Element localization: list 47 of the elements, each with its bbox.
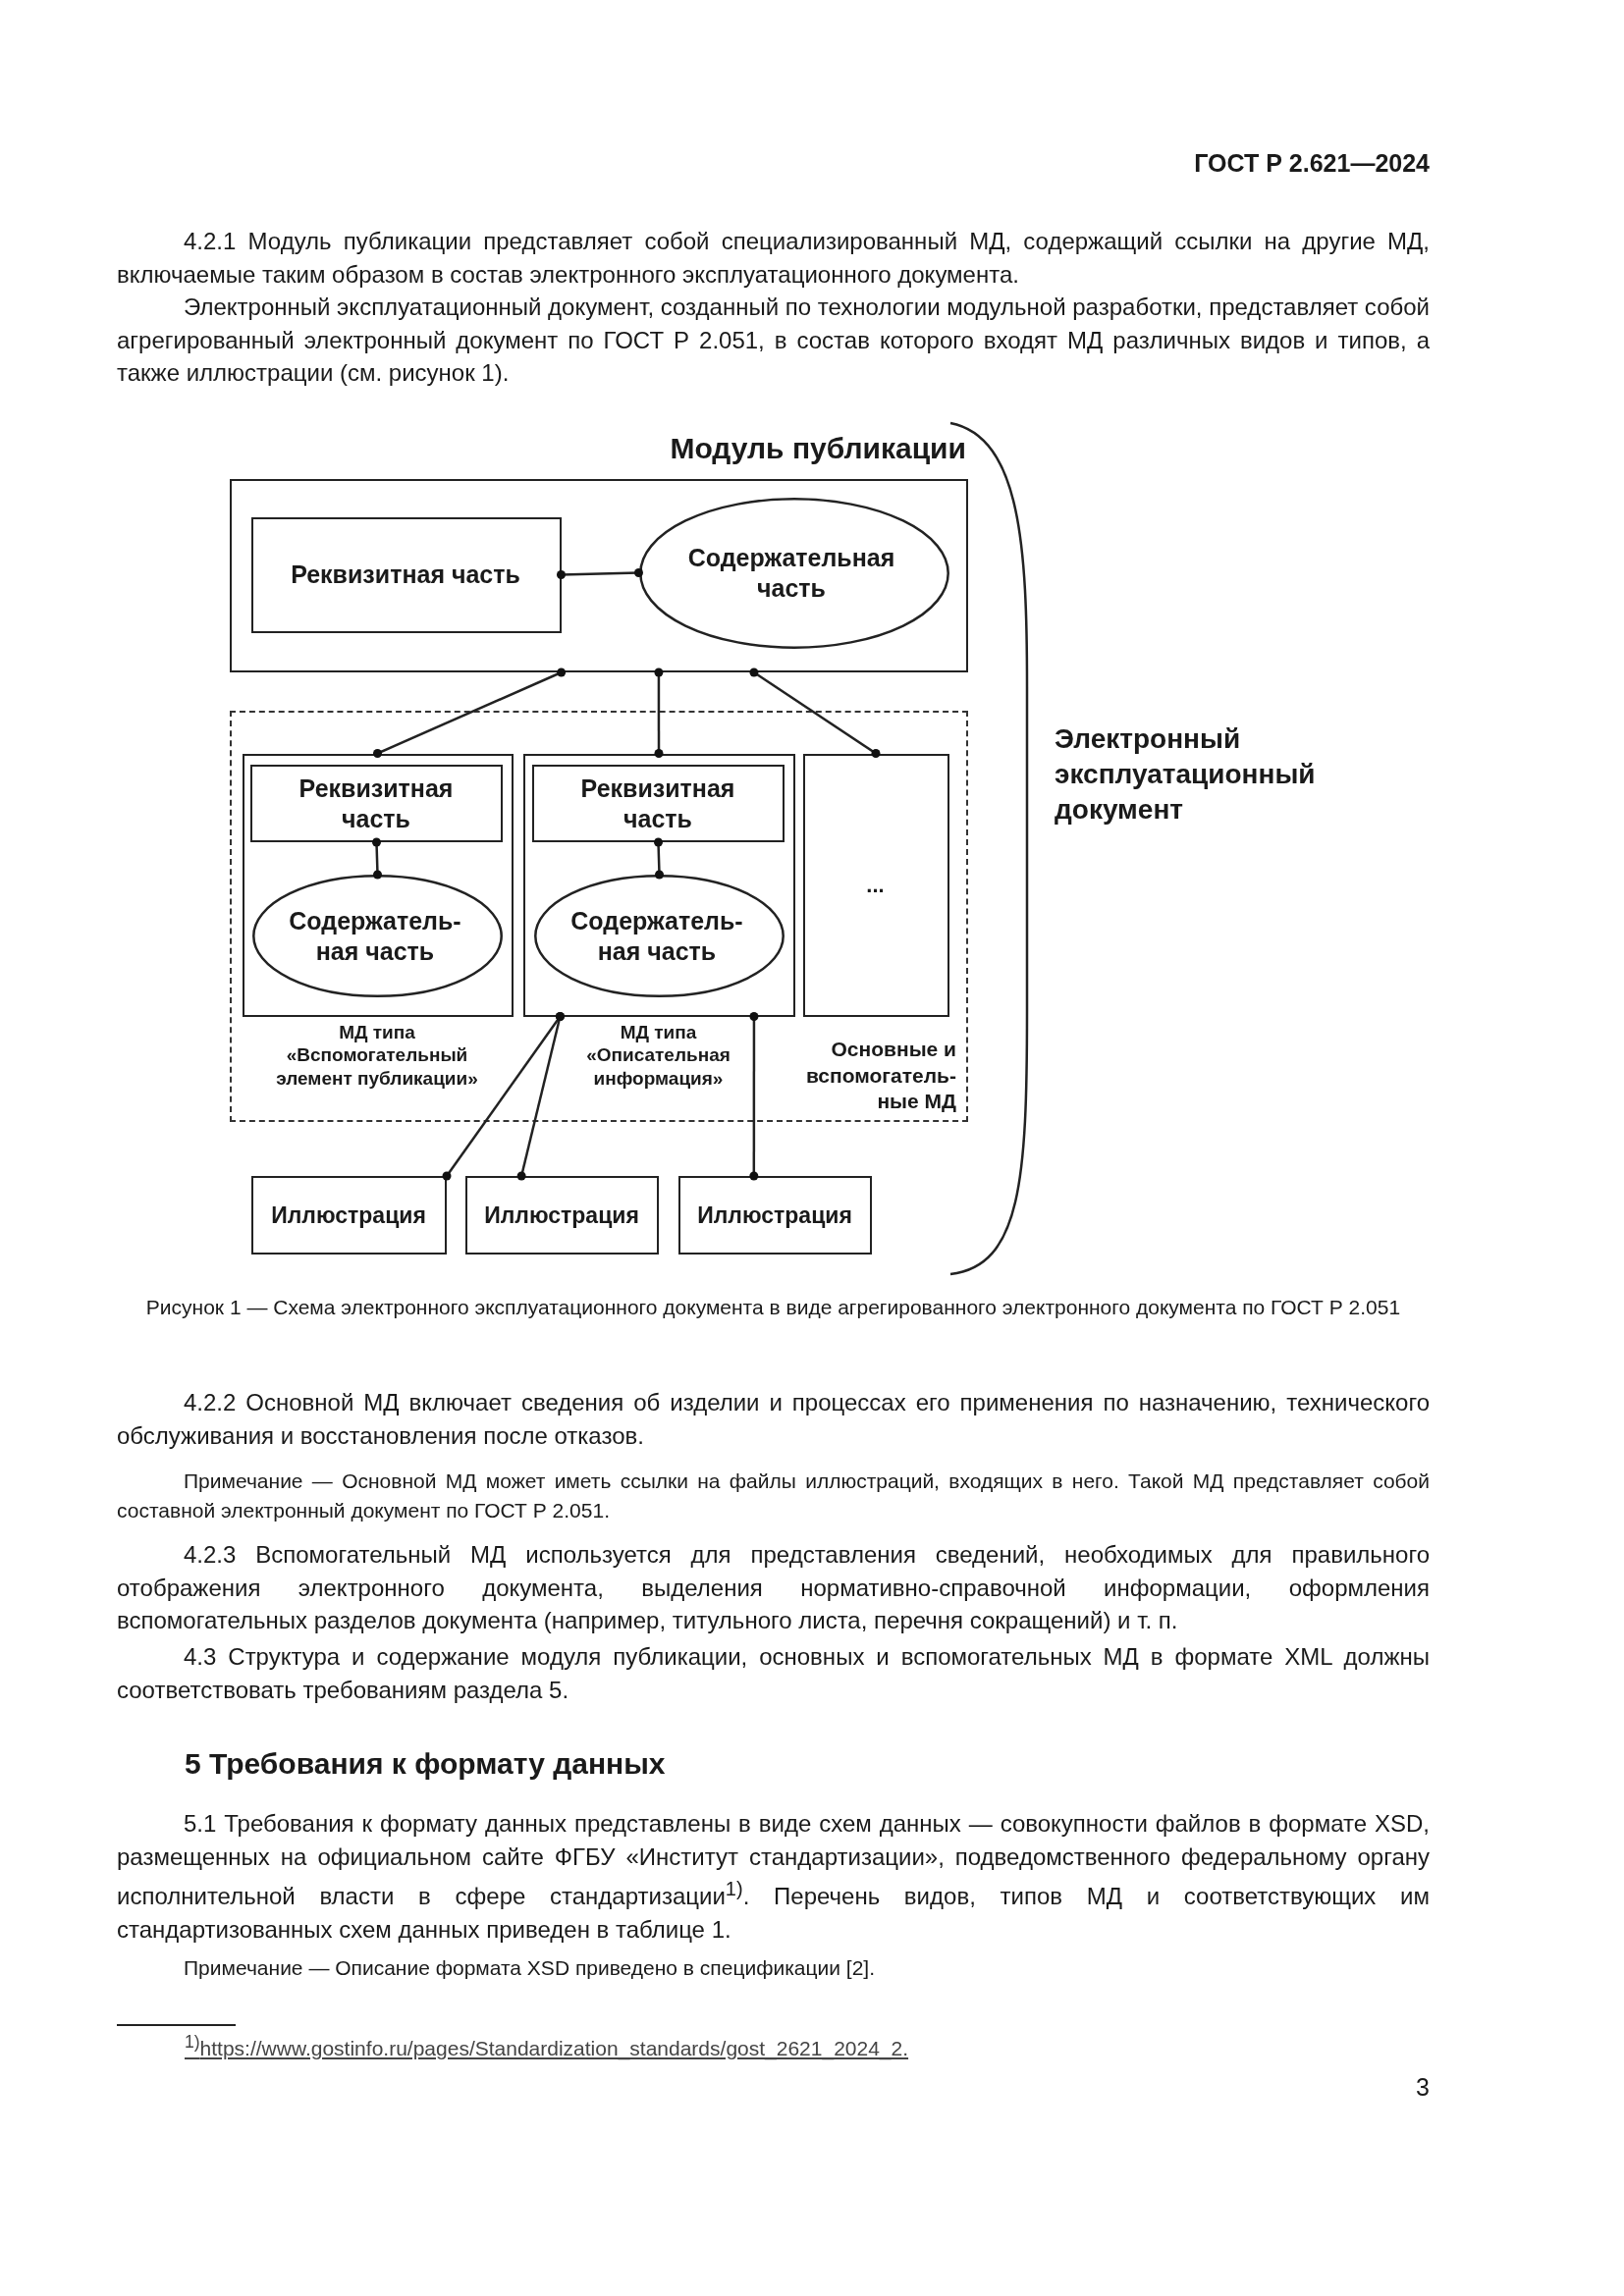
node-label: Иллюстрация xyxy=(270,1201,427,1230)
section-heading: 5 Требования к формату данных xyxy=(185,1747,667,1781)
ellipse-node xyxy=(638,497,949,649)
node-label: Реквизитная часть xyxy=(579,773,736,834)
paragraph: 4.2.2 Основной МД включает сведения об изделии и процессах его применения по назначению, технического обслуживания и восстановления после отказов. xyxy=(117,1388,1430,1451)
paragraph: 5.1 Требования к формату данных представлены в виде схем данных — совокупности файлов в формате XSD, размещенных на официальном сайте ФГБУ «Институт стандартизации», подведомственного федеральному органу исполнительной власти в сфере стандартизации$^{1)}$. Перечень видов, типов МД и соответствующих им стандартизованных схем данных приведен в таблице 1. xyxy=(117,1809,1430,1945)
bracket-label: Электронный эксплуатационный документ xyxy=(1055,722,1317,827)
module-box xyxy=(802,753,949,1017)
figure-caption: Рисунок 1 — Схема электронного эксплуатационного документа в виде агрегированного электронного документа по ГОСТ Р 2.051 xyxy=(144,1295,1402,1320)
process-box xyxy=(250,765,503,842)
process-box xyxy=(678,1176,872,1255)
process-box xyxy=(250,516,562,633)
paragraph: 4.2.3 Вспомогательный МД используется для представления сведений, необходимых для правильного отображения электронного документа, выделения нормативно-справочной информации, оформления вспомогательных разделов документа (например, титульного листа, перечня сокращений) и т. п. xyxy=(117,1540,1430,1635)
process-box xyxy=(465,1176,659,1255)
footnote-link: $^{1)}$https://www.gostinfo.ru/pages/Standardization_standards/gost_2621_2024_2. xyxy=(185,2032,910,2060)
node-label: Реквизитная часть xyxy=(298,773,455,834)
process-box xyxy=(532,765,785,842)
connector xyxy=(749,1012,759,1181)
page-number: 3 xyxy=(1415,2073,1430,2102)
node-label: МД типа «Вспомогательный элемент публикации» xyxy=(275,1020,479,1091)
node-label: Содержатель-ная часть xyxy=(288,905,462,967)
connector xyxy=(654,667,664,758)
process-box xyxy=(251,1176,447,1255)
node-label: Иллюстрация xyxy=(696,1201,853,1230)
note-text: Примечание — Описание формата XSD приведено в спецификации [2]. xyxy=(183,1955,876,1981)
connector xyxy=(557,568,643,579)
node-label: Основные и вспомогатель-ные МД xyxy=(804,1037,956,1114)
node-label: Содержательная часть xyxy=(686,542,896,604)
node-label: Иллюстрация xyxy=(483,1201,640,1230)
node-label: Содержатель-ная часть xyxy=(569,905,744,967)
ellipse-node xyxy=(534,875,785,997)
ellipse-node xyxy=(252,875,503,997)
paragraph: 4.3 Структура и содержание модуля публикации, основных и вспомогательных МД в формате XML должны соответствовать требованиям раздела 5. xyxy=(117,1642,1430,1705)
paragraph: Электронный эксплуатационный документ, созданный по технологии модульной разработки, представляет собой агрегированный электронный документ по ГОСТ Р 2.051, в состав которого входят МД различных видов и типов, а также иллюстрации (см. рисунок 1). xyxy=(117,293,1430,388)
dashed-group-box xyxy=(230,711,968,1122)
connector xyxy=(654,837,664,880)
connector xyxy=(372,837,382,880)
node-label: МД типа «Описательная информация» xyxy=(585,1020,731,1091)
paragraph: 4.2.1 Модуль публикации представляет собой специализированный МД, содержащий ссылки на другие МД, включаемые таким образом в состав электронного эксплуатационного документа. xyxy=(117,227,1430,290)
node-label: ... xyxy=(865,871,886,899)
node-label: Модуль публикации xyxy=(670,431,966,466)
note-text: Примечание — Основной МД может иметь ссылки на файлы иллюстраций, входящих в него. Такой МД представляет собой составной электронный документ по ГОСТ Р 2.051. xyxy=(117,1468,1430,1523)
connector xyxy=(373,667,567,758)
connector xyxy=(516,1012,565,1181)
node-label: Реквизитная часть xyxy=(290,559,521,590)
connector xyxy=(749,667,881,758)
page-header: ГОСТ Р 2.621—2024 xyxy=(1193,149,1430,178)
